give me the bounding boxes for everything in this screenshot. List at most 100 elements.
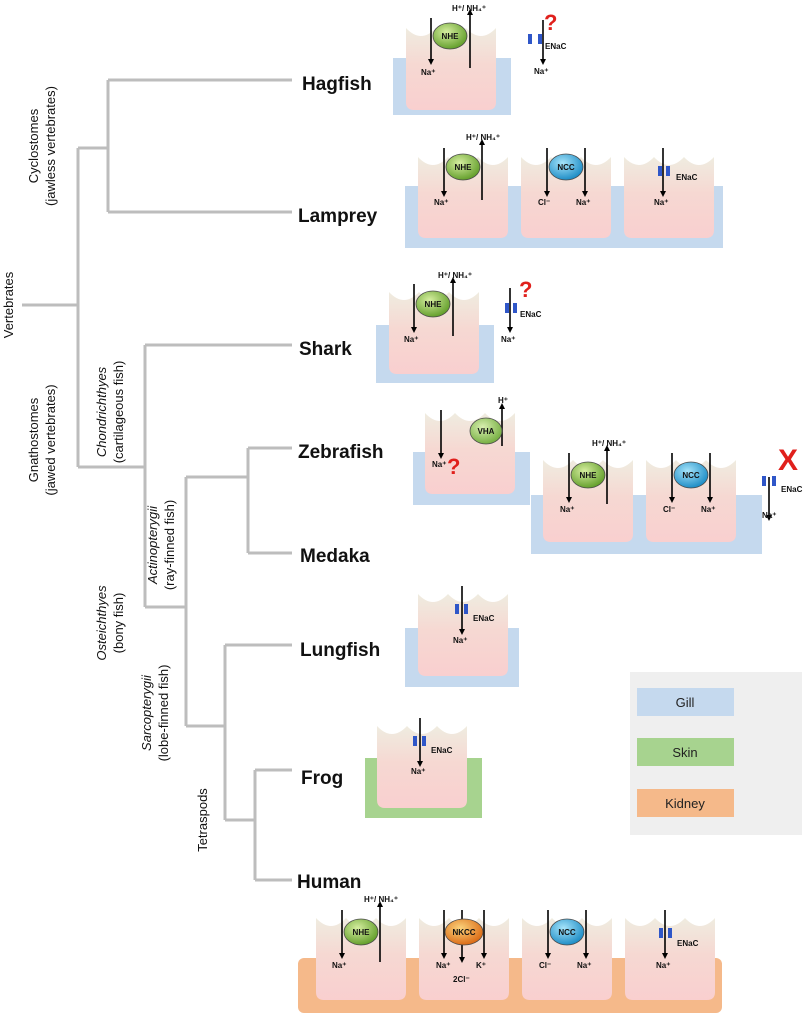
enac-icon bbox=[464, 604, 468, 614]
species-zebrafish: Zebrafish bbox=[298, 442, 384, 463]
label-ncc: NCC bbox=[557, 163, 575, 172]
species-shark: Shark bbox=[299, 339, 352, 360]
ion-na: Na⁺ bbox=[656, 961, 670, 970]
shark-enac-unknown-mark: ? bbox=[519, 277, 532, 302]
lamprey-ncc-transporter bbox=[548, 153, 584, 181]
legend-skin-label: Skin bbox=[672, 745, 697, 760]
species-lamprey: Lamprey bbox=[298, 206, 378, 227]
medaka-enac-absent-mark: X bbox=[778, 444, 798, 477]
lamprey-cell-enac bbox=[624, 157, 714, 238]
zebrafish-vha-transporter bbox=[469, 417, 503, 445]
lamprey-cell-nhe bbox=[418, 157, 508, 238]
clade-sarcopterygii-sub: (lobe-finned fish) bbox=[156, 665, 171, 762]
ion-arrows bbox=[339, 9, 772, 963]
label-ncc: NCC bbox=[682, 471, 700, 480]
clade-chondrichthyes-sub: (cartilageous fish) bbox=[111, 361, 126, 464]
enac-icon bbox=[666, 166, 670, 176]
clade-tetraspods: Tetraspods bbox=[195, 788, 210, 852]
species-human: Human bbox=[297, 872, 361, 893]
ion-na: Na⁺ bbox=[501, 335, 515, 344]
ion-na: Na⁺ bbox=[421, 68, 435, 77]
lamprey-cell-ncc bbox=[521, 157, 611, 238]
human-ncc-transporter bbox=[549, 918, 585, 946]
clade-chondrichthyes: Chondrichthyes bbox=[94, 366, 109, 457]
hagfish-enac-unknown-mark: ? bbox=[544, 10, 557, 35]
cells bbox=[316, 28, 736, 1000]
enac-icon bbox=[505, 303, 509, 313]
medaka-cell-nhe bbox=[543, 460, 633, 542]
enac-icon bbox=[538, 34, 542, 44]
ion-na: Na⁺ bbox=[577, 961, 591, 970]
clade-actinopterygii-sub: (ray-finned fish) bbox=[162, 500, 177, 590]
legend-gill-swatch bbox=[637, 688, 734, 716]
label-nhe: NHE bbox=[442, 32, 460, 41]
medaka-nhe-transporter bbox=[570, 461, 606, 489]
ion-na: Na⁺ bbox=[432, 460, 446, 469]
legend-kidney-label: Kidney bbox=[665, 796, 705, 811]
ion-h-nh4: H⁺/ NH₄⁺ bbox=[466, 133, 500, 142]
hagfish-cell bbox=[406, 28, 496, 110]
label-ncc: NCC bbox=[558, 928, 576, 937]
enac-label: ENaC bbox=[781, 485, 803, 494]
clade-gnathostomes: Gnathostomes bbox=[26, 397, 41, 482]
ion-h: H⁺ bbox=[498, 396, 508, 405]
ion-na: Na⁺ bbox=[534, 67, 548, 76]
medaka-cell-ncc bbox=[646, 460, 736, 542]
enac-label: ENaC bbox=[545, 42, 567, 51]
enac-icon bbox=[513, 303, 517, 313]
lamprey-nhe-transporter bbox=[445, 153, 481, 181]
transporters bbox=[343, 22, 709, 946]
enac-icon bbox=[659, 928, 663, 938]
ion-na: Na⁺ bbox=[654, 198, 668, 207]
clade-cyclostomes: Cyclostomes bbox=[26, 108, 41, 183]
clade-osteichthyes-sub: (bony fish) bbox=[111, 593, 126, 654]
ion-na: Na⁺ bbox=[560, 505, 574, 514]
species-lungfish: Lungfish bbox=[300, 640, 380, 661]
species-medaka: Medaka bbox=[300, 546, 370, 567]
enac-icon bbox=[413, 736, 417, 746]
ion-labels: H⁺/ NH₄⁺ Na⁺ ENaC Na⁺ H⁺/ NH₄⁺ Na⁺ Cl⁻ N… bbox=[332, 4, 803, 984]
ion-na: Na⁺ bbox=[453, 636, 467, 645]
ion-na: Na⁺ bbox=[436, 961, 450, 970]
enac-channels bbox=[413, 34, 776, 938]
enac-label: ENaC bbox=[431, 746, 453, 755]
ion-h-nh4: H⁺/ NH₄⁺ bbox=[592, 439, 626, 448]
ion-cl: Cl⁻ bbox=[663, 505, 675, 514]
clade-gnathostomes-sub: (jawed vertebrates) bbox=[43, 384, 58, 495]
label-nhe: NHE bbox=[353, 928, 371, 937]
ion-h-nh4: H⁺/ NH₄⁺ bbox=[438, 271, 472, 280]
ion-2cl: 2Cl⁻ bbox=[453, 975, 470, 984]
enac-icon bbox=[455, 604, 459, 614]
enac-icon bbox=[668, 928, 672, 938]
ion-na: Na⁺ bbox=[576, 198, 590, 207]
transporter-labels: NHE NHE NCC NHE VHA NHE NCC NHE NKCC NCC bbox=[353, 32, 700, 937]
label-nhe: NHE bbox=[425, 300, 443, 309]
enac-icon bbox=[528, 34, 532, 44]
ion-k: K⁺ bbox=[476, 961, 486, 970]
clade-osteichthyes: Osteichthyes bbox=[94, 585, 109, 661]
enac-icon bbox=[422, 736, 426, 746]
zebrafish-na-unknown-mark: ? bbox=[447, 454, 460, 479]
enac-label: ENaC bbox=[520, 310, 542, 319]
shark-nhe-transporter bbox=[415, 290, 451, 318]
ion-h-nh4: H⁺/ NH₄⁺ bbox=[364, 895, 398, 904]
hagfish-nhe-transporter bbox=[432, 22, 468, 50]
ion-cl: Cl⁻ bbox=[539, 961, 551, 970]
lungfish-cell bbox=[418, 594, 508, 676]
label-nhe: NHE bbox=[580, 471, 598, 480]
frog-cell bbox=[377, 726, 467, 808]
enac-label: ENaC bbox=[473, 614, 495, 623]
label-vha: VHA bbox=[478, 427, 495, 436]
enac-icon bbox=[762, 476, 766, 486]
species-hagfish: Hagfish bbox=[302, 74, 372, 95]
enac-icon bbox=[772, 476, 776, 486]
legend: Gill Skin Kidney bbox=[630, 672, 802, 835]
label-nhe: NHE bbox=[455, 163, 473, 172]
ion-na: Na⁺ bbox=[762, 511, 776, 520]
clade-vertebrates: Vertebrates bbox=[1, 271, 16, 338]
clade-cyclostomes-sub: (jawless vertebrates) bbox=[43, 86, 58, 206]
ion-na: Na⁺ bbox=[404, 335, 418, 344]
legend-gill-label: Gill bbox=[676, 695, 695, 710]
legend-kidney-swatch bbox=[637, 789, 734, 817]
